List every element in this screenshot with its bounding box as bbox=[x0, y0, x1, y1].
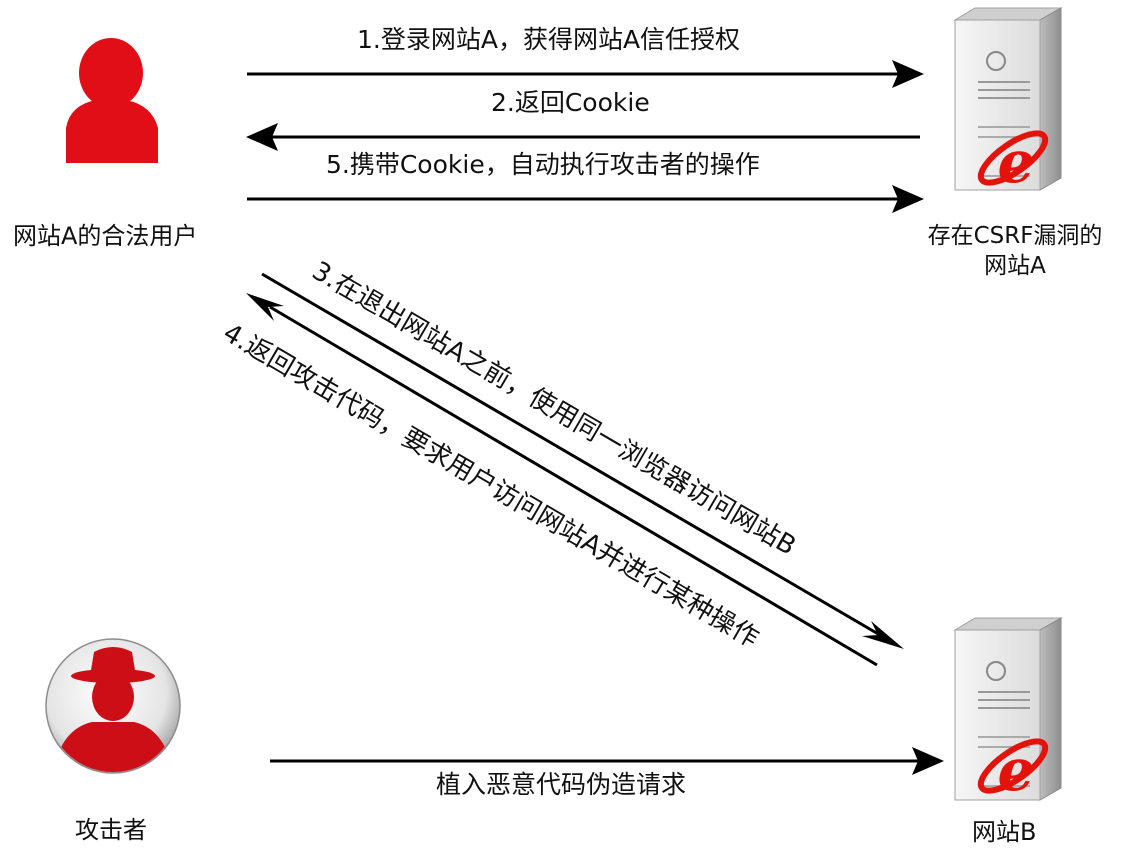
user-icon bbox=[66, 38, 158, 163]
ie-logo-icon: e bbox=[977, 736, 1049, 804]
server-icon bbox=[953, 7, 1063, 191]
arrowhead bbox=[246, 123, 278, 151]
site-b-label: 网站B bbox=[972, 818, 1037, 846]
plant-code-label: 植入恶意代码伪造请求 bbox=[436, 770, 687, 799]
step-1-label: 1.登录网站A，获得网站A信任授权 bbox=[357, 25, 741, 54]
arrowhead bbox=[892, 185, 924, 213]
arrow-step-3 bbox=[261, 272, 881, 637]
attacker-label: 攻击者 bbox=[75, 816, 147, 844]
step-5-label: 5.携带Cookie，自动执行攻击者的操作 bbox=[326, 150, 760, 179]
user-label: 网站A的合法用户 bbox=[13, 222, 198, 250]
arrows bbox=[246, 60, 944, 775]
arrowhead bbox=[246, 293, 284, 321]
arrow-step-4 bbox=[269, 305, 878, 667]
ie-logo-icon: e bbox=[977, 128, 1049, 196]
arrowhead bbox=[892, 60, 924, 88]
step-2-label: 2.返回Cookie bbox=[491, 88, 650, 117]
arrowhead bbox=[862, 621, 904, 649]
site-a-label-line1: 存在CSRF漏洞的 bbox=[927, 223, 1103, 249]
hacker-icon bbox=[45, 638, 181, 774]
site-a-label-line2: 网站A bbox=[984, 253, 1046, 279]
arrowhead bbox=[912, 747, 944, 775]
site-a-label: 存在CSRF漏洞的 网站A bbox=[905, 221, 1124, 281]
